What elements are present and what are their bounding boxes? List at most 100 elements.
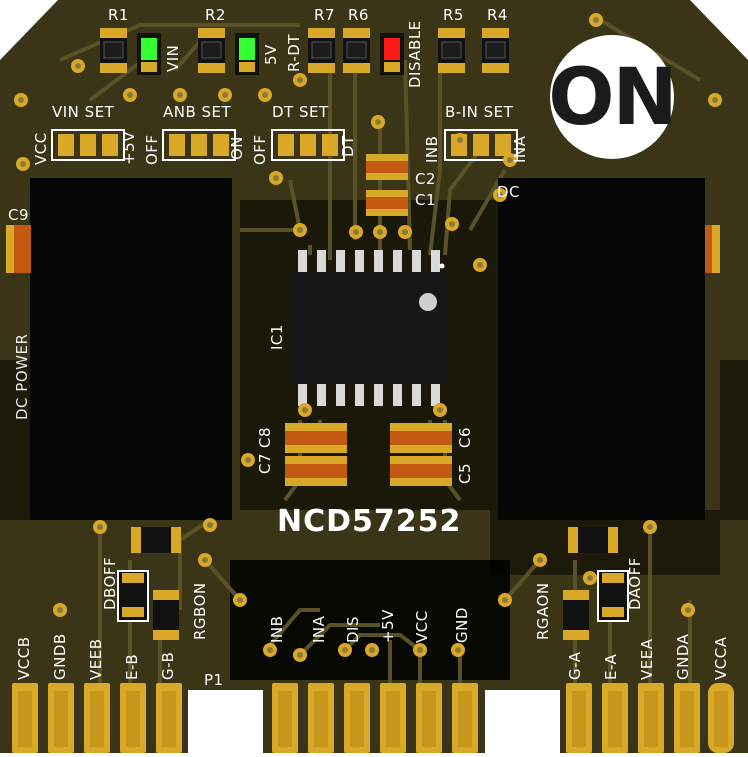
resistor-group [100,28,509,73]
bulk-capacitor [285,456,347,486]
jumper-group [51,129,518,161]
via [263,643,277,657]
label-r4: R4 [487,6,508,24]
via [198,553,212,567]
label-c5: C5 [456,462,474,484]
via [298,403,312,417]
logo-circle [550,35,674,159]
ic-pin-bottom [298,382,307,406]
label-dc-partial: DC [497,183,521,201]
part-number: NCD57252 [277,504,462,539]
via [338,643,352,657]
resistor [308,28,335,73]
via [233,593,247,607]
resistor [482,28,509,73]
via [373,225,387,239]
edge-pad [452,683,478,753]
pin-label-g-b: G-B [159,651,177,680]
ic-pin-top [355,250,364,274]
label-jumper-ina: INA [511,135,529,163]
label-vin-set: VIN SET [52,103,115,121]
resistor [343,28,370,73]
jumper-header [51,129,125,161]
power-module-left [30,178,232,520]
pin-label-vccb: VCCB [15,636,33,681]
via [498,593,512,607]
logo-text: ON [548,53,676,143]
label-ic1: IC1 [268,324,286,350]
pin-label-gnda: GNDA [674,633,692,680]
label-c8: C8 [256,426,274,448]
edge-pad [674,683,700,753]
via [413,643,427,657]
via [173,88,187,102]
via [503,153,517,167]
pin-label-e-b: E-B [123,653,141,680]
pin-label-veea: VEEA [638,638,656,680]
edge-connector-pads [12,683,734,753]
via-group [14,13,722,662]
power-module-right [498,178,705,520]
resistor-a-gate [568,527,618,553]
led-disable [380,33,404,75]
ic-pin-top [393,250,402,274]
pin-label-gnd: GND [453,607,471,643]
resistor-rgbon [153,590,179,640]
label-dboff: DBOFF [101,556,119,610]
ic-pin-bottom [412,382,421,406]
label-led-5v: 5V [262,44,280,65]
ic-pin-bottom [374,382,383,406]
ic-pin-bottom [355,382,364,406]
capacitor-c2 [366,154,408,180]
label-jumper-inb: INB [423,135,441,163]
via [53,603,67,617]
resistor-rgaon [563,590,589,640]
label-r6: R6 [348,6,369,24]
pin-label-5v: +5V [379,609,397,643]
edge-pad [638,683,664,753]
edge-pad [566,683,592,753]
label-c2: C2 [415,170,437,188]
via [293,648,307,662]
label-dc-power-partial: DC POWER [13,333,31,420]
label-r1: R1 [108,6,129,24]
pin-label-vcc: VCC [413,610,431,643]
ic-pin-top [298,250,307,274]
via [493,188,507,202]
pin-label-g-a: G-A [566,651,584,680]
label-r7: R7 [314,6,335,24]
via [241,453,255,467]
label-r2: R2 [205,6,226,24]
via [433,403,447,417]
via [451,643,465,657]
via [398,225,412,239]
diode-dboff [117,570,149,622]
ic-pin-top [412,250,421,274]
label-led-disable: DISABLE [406,20,424,88]
board-cutout-right [485,690,560,753]
connector-label-p1: P1 [204,671,224,689]
edge-pad [12,683,38,753]
led-5v [235,33,259,75]
label-c6: C6 [456,426,474,448]
via [93,520,107,534]
label-r5: R5 [443,6,464,24]
ic-pin-top [336,250,345,274]
resistor [438,28,465,73]
via [583,571,597,585]
pin-label-e-a: E-A [602,653,620,680]
via [16,157,30,171]
bulk-capacitor [285,423,347,453]
via [349,225,363,239]
resistor [100,28,127,73]
edge-pad [84,683,110,753]
via [453,133,467,147]
resistor [198,28,225,73]
ic-pin-top [374,250,383,274]
via [123,88,137,102]
edge-pad [156,683,182,753]
via [445,217,459,231]
jumper-header [162,129,236,161]
